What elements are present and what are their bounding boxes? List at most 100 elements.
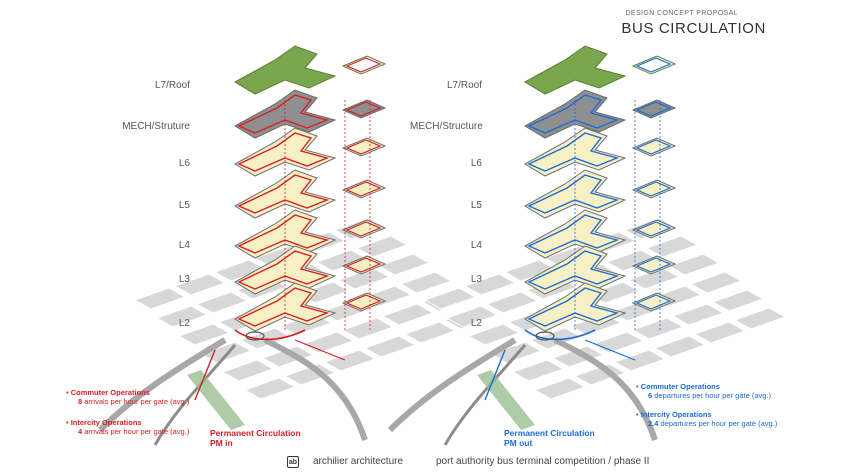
right-city-block — [667, 253, 721, 276]
left-commuter-ops: • Commuter Operations 8 arrivals per hou… — [66, 388, 190, 406]
header-subtitle: DESIGN CONCEPT PROPOSAL — [625, 10, 738, 17]
right-circulation-loop — [527, 132, 620, 172]
right-circulation-loop-small — [635, 57, 672, 73]
right-city-block — [613, 349, 667, 372]
left-circulation-loop — [237, 214, 330, 254]
left-city-block — [177, 323, 231, 346]
right-floor-plate-small — [631, 99, 677, 119]
right-level-label-mech: MECH/Structure — [410, 121, 483, 132]
right-city-block — [653, 335, 707, 358]
left-circulation-loop-small — [345, 139, 382, 155]
left-circulation-loop-small — [345, 257, 382, 273]
left-perm-title: Permanent Circulation — [210, 428, 301, 438]
right-circulation-loop-small — [635, 257, 672, 273]
left-circulation-loop — [237, 132, 330, 172]
left-ground-circulation — [234, 329, 306, 341]
left-city-block — [363, 335, 417, 358]
left-helix-ramp — [245, 331, 265, 341]
left-level-label-l3: L3 — [178, 274, 190, 285]
right-ground-circulation — [524, 329, 596, 341]
right-circulation-loop-small — [635, 101, 672, 117]
right-level-label-roof: L7/Roof — [446, 80, 482, 91]
right-floor-plate-small — [631, 179, 677, 199]
right-city-block — [733, 307, 787, 330]
left-floor-plate-small — [341, 219, 387, 239]
right-helix-ramp — [535, 331, 555, 341]
left-floor-plate-small — [341, 99, 387, 119]
right-city-block — [533, 377, 587, 400]
left-perm-sub: PM in — [210, 438, 233, 448]
left-city-block — [243, 377, 297, 400]
right-commuter-ops: • Commuter Operations 6 departures per h… — [636, 382, 771, 400]
right-commuter-value: 6 — [648, 391, 653, 400]
left-street-route — [194, 349, 216, 401]
right-road-ramp — [443, 344, 527, 446]
left-road-ramp — [153, 344, 237, 446]
right-circulation-loop-small — [635, 139, 672, 155]
left-city-block — [341, 317, 395, 340]
right-floor-plate — [523, 45, 627, 95]
right-intercity-value: 2.4 — [648, 419, 659, 428]
left-level-label-roof: L7/Roof — [154, 80, 190, 91]
right-circulation-loop — [527, 250, 620, 290]
right-circulation-loop-small — [635, 221, 672, 237]
right-city-block — [591, 331, 645, 354]
right-street-route — [484, 349, 506, 401]
left-circulation-loop — [237, 174, 330, 214]
right-commuter-title: Commuter Operations — [640, 382, 720, 391]
right-city-block — [511, 359, 565, 382]
left-level-label-mech: MECH/Struture — [122, 121, 190, 132]
left-city-block — [399, 271, 453, 294]
right-permanent-circulation: Permanent Circulation PM out — [504, 428, 595, 448]
right-city-block — [463, 273, 517, 296]
left-circulation-loop-small — [345, 101, 382, 117]
left-city-block — [381, 303, 435, 326]
right-floor-plate-small — [631, 255, 677, 275]
footer-firm: archilier architecture — [313, 456, 404, 467]
left-commuter-rest: arrivals per hour per gate (avg.) — [84, 397, 190, 406]
left-city-block — [155, 305, 209, 328]
right-city-block — [693, 321, 747, 344]
right-city-block — [485, 291, 539, 314]
left-intercity-rest: arrivals per hour per gate (avg.) — [84, 427, 190, 436]
left-city-block — [355, 235, 409, 258]
left-circulation-loop — [237, 287, 330, 327]
left-circulation-loop — [237, 94, 330, 134]
right-level-label-l6: L6 — [470, 158, 482, 169]
left-city-block — [195, 291, 249, 314]
right-city-block — [573, 363, 627, 386]
left-circulation-loop-small — [345, 221, 382, 237]
right-city-block — [423, 287, 477, 310]
right-circulation-loop — [527, 214, 620, 254]
left-level-label-l4: L4 — [178, 240, 190, 251]
right-circulation-loop-small — [635, 294, 672, 310]
right-level-label-l3: L3 — [470, 274, 482, 285]
right-perm-sub: PM out — [504, 438, 533, 448]
left-road-ramp — [263, 337, 368, 441]
right-commuter-rest: departures per hour per gate (avg.) — [654, 391, 771, 400]
left-city-block — [173, 273, 227, 296]
right-city-block — [711, 289, 765, 312]
right-street-route — [584, 339, 636, 361]
right-road-ramp — [387, 337, 517, 433]
left-level-label-l6: L6 — [178, 158, 190, 169]
right-intercity-title: Intercity Operations — [640, 410, 712, 419]
left-floor-plate-small — [341, 292, 387, 312]
left-floor-plate-small — [341, 179, 387, 199]
left-city-block — [301, 331, 355, 354]
right-intercity-rest: departures per hour per gate (avg.) — [660, 419, 778, 428]
left-intercity-title: Intercity Operations — [70, 418, 142, 427]
right-city-block — [445, 305, 499, 328]
right-level-label-l5: L5 — [470, 200, 482, 211]
right-floor-plate-small — [631, 137, 677, 157]
right-floor-plate-small — [631, 55, 677, 75]
left-floor-plate-small — [341, 137, 387, 157]
right-circulation-loop — [527, 94, 620, 134]
left-floor-plate — [233, 45, 337, 95]
right-level-label-l4: L4 — [470, 240, 482, 251]
left-commuter-title: Commuter Operations — [70, 388, 150, 397]
right-road-ramp — [553, 337, 658, 441]
right-floor-plate-small — [631, 292, 677, 312]
right-city-block — [631, 317, 685, 340]
